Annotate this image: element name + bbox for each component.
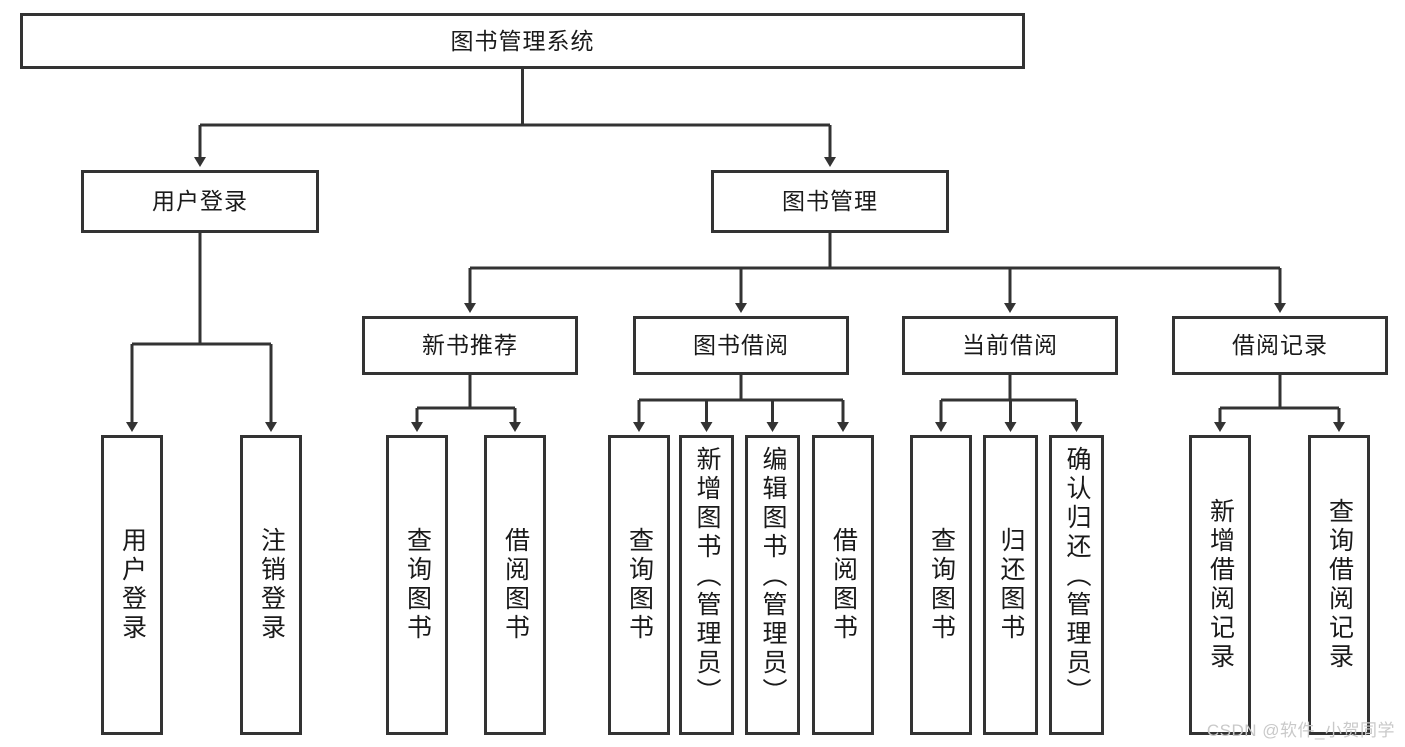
node-leaf-user-logout-label: 注销登录: [257, 527, 286, 643]
node-book-manage-label: 图书管理: [782, 188, 878, 215]
node-leaf-bb-borrow[interactable]: 借阅图书: [812, 435, 874, 735]
node-current-borrow-label: 当前借阅: [962, 332, 1058, 359]
node-leaf-br-add-label: 新增借阅记录: [1206, 498, 1235, 672]
node-leaf-rec-query[interactable]: 查询图书: [386, 435, 448, 735]
node-user-login-label: 用户登录: [152, 188, 248, 215]
node-leaf-bb-edit-label: 编辑图书（管理员）: [759, 446, 787, 707]
node-leaf-cb-confirm-label: 确认归还（管理员）: [1063, 446, 1091, 707]
node-current-borrow[interactable]: 当前借阅: [902, 316, 1118, 375]
node-root-label: 图书管理系统: [450, 27, 595, 54]
node-leaf-user-logout[interactable]: 注销登录: [240, 435, 302, 735]
node-book-manage[interactable]: 图书管理: [711, 170, 949, 233]
node-leaf-cb-query[interactable]: 查询图书: [910, 435, 972, 735]
node-leaf-rec-borrow[interactable]: 借阅图书: [484, 435, 546, 735]
csdn-watermark: CSDN @软件_小贺同学: [1206, 721, 1395, 740]
node-leaf-bb-add[interactable]: 新增图书（管理员）: [679, 435, 734, 735]
node-leaf-rec-query-label: 查询图书: [403, 527, 432, 643]
node-leaf-user-login-label: 用户登录: [118, 527, 147, 643]
node-borrow-record[interactable]: 借阅记录: [1172, 316, 1388, 375]
node-borrow-record-label: 借阅记录: [1232, 332, 1328, 359]
node-leaf-br-query-label: 查询借阅记录: [1325, 498, 1354, 672]
node-leaf-br-query[interactable]: 查询借阅记录: [1308, 435, 1370, 735]
node-book-borrow-label: 图书借阅: [693, 332, 789, 359]
node-new-book-rec[interactable]: 新书推荐: [362, 316, 578, 375]
node-leaf-br-add[interactable]: 新增借阅记录: [1189, 435, 1251, 735]
node-root[interactable]: 图书管理系统: [20, 13, 1025, 69]
node-leaf-cb-return[interactable]: 归还图书: [983, 435, 1038, 735]
node-leaf-bb-query[interactable]: 查询图书: [608, 435, 670, 735]
node-user-login[interactable]: 用户登录: [81, 170, 319, 233]
node-leaf-bb-add-label: 新增图书（管理员）: [693, 446, 721, 707]
node-leaf-cb-query-label: 查询图书: [927, 527, 956, 643]
node-book-borrow[interactable]: 图书借阅: [633, 316, 849, 375]
node-leaf-cb-return-label: 归还图书: [997, 527, 1025, 643]
node-new-book-rec-label: 新书推荐: [422, 332, 518, 359]
node-leaf-bb-borrow-label: 借阅图书: [829, 527, 858, 643]
node-leaf-cb-confirm[interactable]: 确认归还（管理员）: [1049, 435, 1104, 735]
node-leaf-bb-edit[interactable]: 编辑图书（管理员）: [745, 435, 800, 735]
node-leaf-bb-query-label: 查询图书: [625, 527, 654, 643]
node-leaf-user-login[interactable]: 用户登录: [101, 435, 163, 735]
node-leaf-rec-borrow-label: 借阅图书: [501, 527, 530, 643]
